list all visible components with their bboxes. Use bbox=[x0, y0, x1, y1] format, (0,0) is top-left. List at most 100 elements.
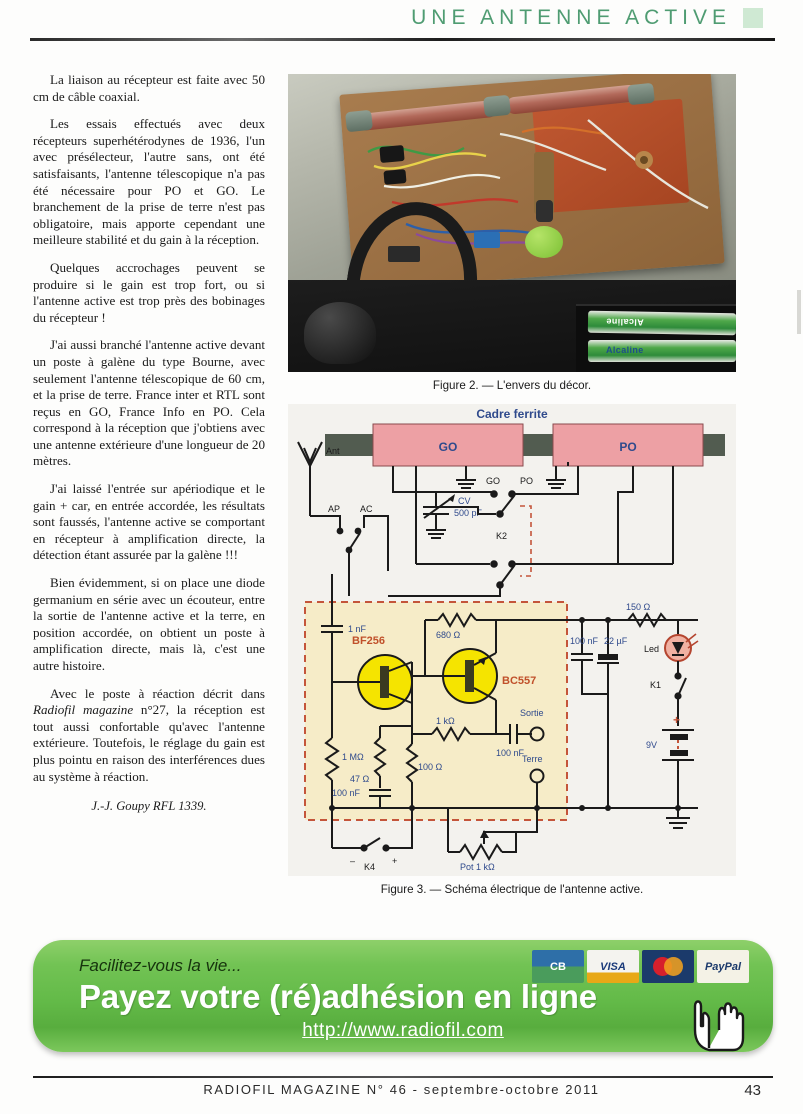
cv-value-label: 500 pF bbox=[454, 508, 483, 518]
payment-logos: CB VISA PayPal bbox=[532, 950, 749, 983]
paragraph-4: J'ai aussi branché l'antenne active deva… bbox=[33, 337, 265, 469]
k4-label: K4 bbox=[364, 862, 375, 872]
ad-tagline: Facilitez-vous la vie... bbox=[79, 956, 242, 975]
variable-capacitor-cv bbox=[423, 492, 455, 539]
figures-column: Alcaline Alcaline Figure 2. — L'envers d… bbox=[288, 74, 736, 896]
k2-go-contact-top[interactable] bbox=[490, 490, 498, 498]
r-100-label: 100 Ω bbox=[418, 762, 443, 772]
sortie-label: Sortie bbox=[520, 708, 544, 718]
c-1nf-label: 1 nF bbox=[348, 624, 367, 634]
figure2-photo: Alcaline Alcaline bbox=[288, 74, 736, 372]
schematic-title: Cadre ferrite bbox=[476, 407, 548, 421]
mastercard-right-circle bbox=[664, 957, 683, 976]
cv-label: CV bbox=[458, 496, 471, 506]
figure2-caption: Figure 2. — L'envers du décor. bbox=[432, 379, 592, 392]
c-22uf-label: 22 µF bbox=[604, 636, 628, 646]
paragraph-6: Bien évidemment, si on place une diode g… bbox=[33, 575, 265, 673]
k2-go-contact-bottom[interactable] bbox=[490, 560, 498, 568]
k4-minus-label: – bbox=[350, 856, 355, 866]
k1-label: K1 bbox=[650, 680, 661, 690]
page-title: UNE ANTENNE ACTIVE bbox=[411, 6, 731, 29]
terre-label: Terre bbox=[522, 754, 543, 764]
r-1k-label: 1 kΩ bbox=[436, 716, 455, 726]
led-symbol bbox=[664, 633, 699, 662]
switch-ac-contact[interactable] bbox=[354, 527, 362, 535]
ad-headline: Payez votre (ré)adhésion en ligne bbox=[79, 978, 597, 1015]
coil-po bbox=[552, 423, 704, 467]
mastercard-card-logo bbox=[642, 950, 694, 983]
k2-go-label: GO bbox=[486, 476, 500, 486]
header-accent-square bbox=[743, 8, 763, 28]
footer-magazine-info: RADIOFIL MAGAZINE N° 46 - septembre-octo… bbox=[203, 1082, 600, 1097]
k2-label: K2 bbox=[496, 531, 507, 541]
schematic-drawing: .wire { stroke:#1a1a1a; stroke-width:2; … bbox=[297, 407, 725, 872]
capacitor-22uf bbox=[597, 620, 619, 808]
k4-plus-label: + bbox=[392, 856, 397, 866]
battery-label-1: Alcaline bbox=[605, 316, 644, 328]
membership-ad-banner[interactable]: Facilitez-vous la vie... Payez votre (ré… bbox=[33, 940, 773, 1052]
r-47-value-label: 47 Ω bbox=[350, 774, 370, 784]
k2-gang-link bbox=[520, 505, 532, 577]
r-1m-label: 1 MΩ bbox=[342, 752, 364, 762]
battery-9v-label: 9V bbox=[646, 740, 657, 750]
resistor-1m bbox=[324, 734, 340, 808]
ground-symbol-po bbox=[546, 479, 566, 489]
switch-ap-contact[interactable] bbox=[336, 527, 344, 535]
coil-go bbox=[372, 423, 524, 467]
bf256-label: BF256 bbox=[352, 635, 385, 647]
r-680-label: 680 Ω bbox=[436, 630, 461, 640]
cb-card-logo: CB bbox=[532, 950, 584, 983]
header-divider bbox=[30, 38, 775, 41]
k2-po-label: PO bbox=[520, 476, 533, 486]
resistor-47 bbox=[373, 726, 387, 788]
figure3-caption: Figure 3. — Schéma électrique de l'anten… bbox=[380, 883, 644, 896]
c-100nf-psu-label: 100 nF bbox=[570, 636, 599, 646]
k1-contact-top[interactable] bbox=[674, 672, 682, 680]
battery-plus-label: + bbox=[673, 713, 680, 727]
paragraph-2: Les essais effectués avec deux récepteur… bbox=[33, 116, 265, 248]
capacitor-100nf-input bbox=[369, 789, 391, 808]
article-text-column: La liaison au récepteur est faite avec 5… bbox=[33, 72, 265, 814]
resistor-100 bbox=[405, 736, 419, 808]
figure3-schematic: .wire { stroke:#1a1a1a; stroke-width:2; … bbox=[288, 404, 736, 876]
pot-label: Pot 1 kΩ bbox=[460, 862, 495, 872]
paypal-card-logo: PayPal bbox=[697, 950, 749, 983]
ground-symbol-psu bbox=[666, 808, 690, 829]
hand-cursor-icon bbox=[693, 1000, 745, 1052]
page-header: UNE ANTENNE ACTIVE bbox=[0, 0, 803, 46]
page-number: 43 bbox=[744, 1082, 761, 1099]
green-capacitor bbox=[525, 226, 563, 258]
paragraph-1: La liaison au récepteur est faite avec 5… bbox=[33, 72, 265, 104]
ground-symbol-go bbox=[456, 479, 476, 489]
author-signature: J.-J. Goupy RFL 1339. bbox=[91, 799, 207, 814]
paragraph-3: Quelques accrochages peuvent se produire… bbox=[33, 259, 265, 325]
visa-card-logo: VISA bbox=[587, 950, 639, 983]
antenna-symbol bbox=[297, 441, 323, 516]
switch-ap-label: AP bbox=[328, 504, 340, 514]
ad-url-link[interactable]: http://www.radiofil.com bbox=[302, 1020, 504, 1041]
battery-label-2: Alcaline bbox=[606, 345, 644, 355]
r-150-label: 150 Ω bbox=[626, 602, 651, 612]
battery-2 bbox=[588, 340, 736, 362]
battery-9v bbox=[662, 729, 694, 808]
potentiometer-1k[interactable] bbox=[448, 830, 517, 862]
bc557-label: BC557 bbox=[502, 675, 536, 687]
capacitor-1nf bbox=[321, 574, 343, 666]
led-label: Led bbox=[644, 644, 659, 654]
switch-ac-label: AC bbox=[360, 504, 373, 514]
footer-divider bbox=[33, 1076, 773, 1078]
scan-edge-artifact bbox=[797, 290, 801, 334]
radio-knob bbox=[304, 302, 376, 364]
output-terminal-sortie[interactable] bbox=[529, 726, 545, 742]
coil-po-label: PO bbox=[619, 440, 636, 454]
paragraph-5: J'ai laissé l'entrée sur apériodique et … bbox=[33, 481, 265, 563]
resistor-150 bbox=[618, 612, 679, 634]
antenna-label: Ant bbox=[326, 446, 340, 456]
c-100nf-input-label: 100 nF bbox=[332, 788, 361, 798]
photo-wiring-overlay bbox=[367, 119, 709, 262]
coil-go-label: GO bbox=[439, 440, 458, 454]
capacitor-100nf-psu bbox=[571, 620, 608, 695]
amplifier-enclosure bbox=[304, 601, 568, 821]
paragraph-7: Avec le poste à réaction décrit dans Rad… bbox=[33, 685, 266, 784]
